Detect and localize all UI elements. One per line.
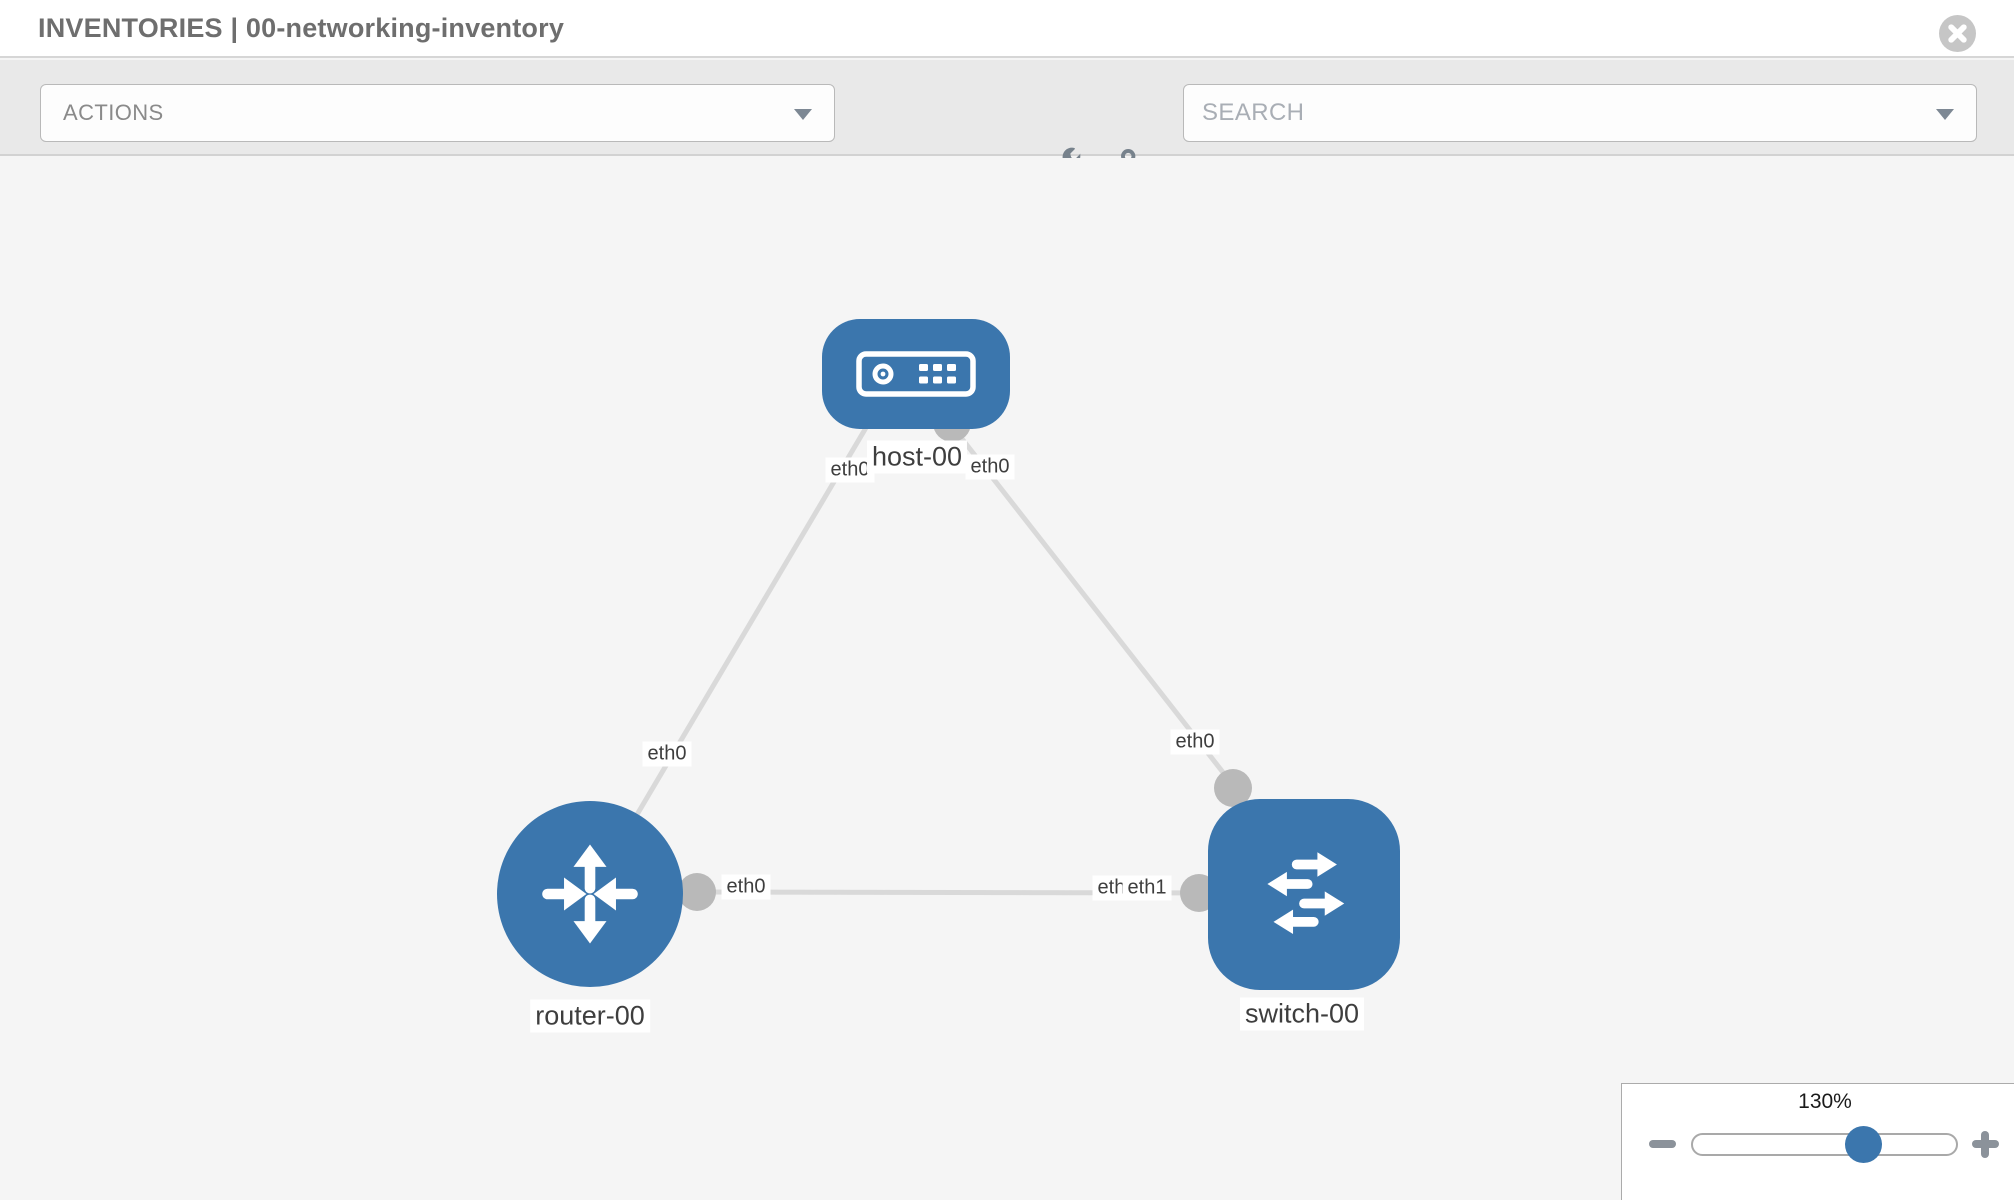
switch-arrows-icon <box>1267 851 1345 934</box>
node-label-host: host-00 <box>866 440 968 474</box>
zoom-out-button[interactable] <box>1645 1127 1679 1161</box>
server-icon <box>856 351 976 397</box>
topology-canvas[interactable]: eth0 eth0 host-00 eth0 eth0 eth0 eth0 et… <box>0 158 2014 1200</box>
links-layer <box>587 404 1292 912</box>
zoom-level: 130% <box>1798 1090 1852 1113</box>
plus-icon <box>1971 1130 1999 1158</box>
zoom-slider-track[interactable] <box>1691 1133 1958 1156</box>
interface-label-host-router-host-end: eth0 <box>825 457 875 483</box>
interface-label-router-switch-router-end: eth0 <box>721 874 771 900</box>
actions-dropdown[interactable]: ACTIONS <box>40 84 835 142</box>
node-label-router: router-00 <box>530 999 650 1033</box>
page-title: INVENTORIES | 00-networking-inventory <box>38 13 565 43</box>
port-dot-router <box>678 873 716 911</box>
interface-label-host-router-router-end: eth0 <box>642 741 692 767</box>
chevron-down-icon <box>794 109 812 120</box>
zoom-panel: 130% <box>1621 1083 2014 1200</box>
toolbar: ACTIONS SEARCH <box>0 60 2014 177</box>
search-placeholder: SEARCH <box>1202 99 1305 126</box>
zoom-slider-thumb[interactable] <box>1845 1126 1882 1163</box>
node-switch[interactable] <box>1208 799 1400 990</box>
close-icon <box>1948 24 1967 43</box>
port-dot-switch-top <box>1214 769 1252 807</box>
actions-label: ACTIONS <box>63 100 164 125</box>
interface-label-host-switch-host-end: eth0 <box>965 454 1015 480</box>
interface-label-host-switch-switch-end: eth0 <box>1170 729 1220 755</box>
chevron-down-icon <box>1936 109 1954 120</box>
header-bar: INVENTORIES | 00-networking-inventory <box>0 0 2014 58</box>
close-button[interactable] <box>1939 15 1976 52</box>
router-arrows-icon <box>542 844 638 944</box>
node-host[interactable] <box>822 319 1010 429</box>
interface-label-router-switch-switch-end-front: eth1 <box>1122 875 1172 901</box>
zoom-in-button[interactable] <box>1968 1127 2002 1161</box>
node-label-switch: switch-00 <box>1239 997 1365 1031</box>
search-dropdown[interactable]: SEARCH <box>1183 84 1977 142</box>
minus-icon <box>1648 1140 1676 1148</box>
node-router[interactable] <box>497 801 683 987</box>
